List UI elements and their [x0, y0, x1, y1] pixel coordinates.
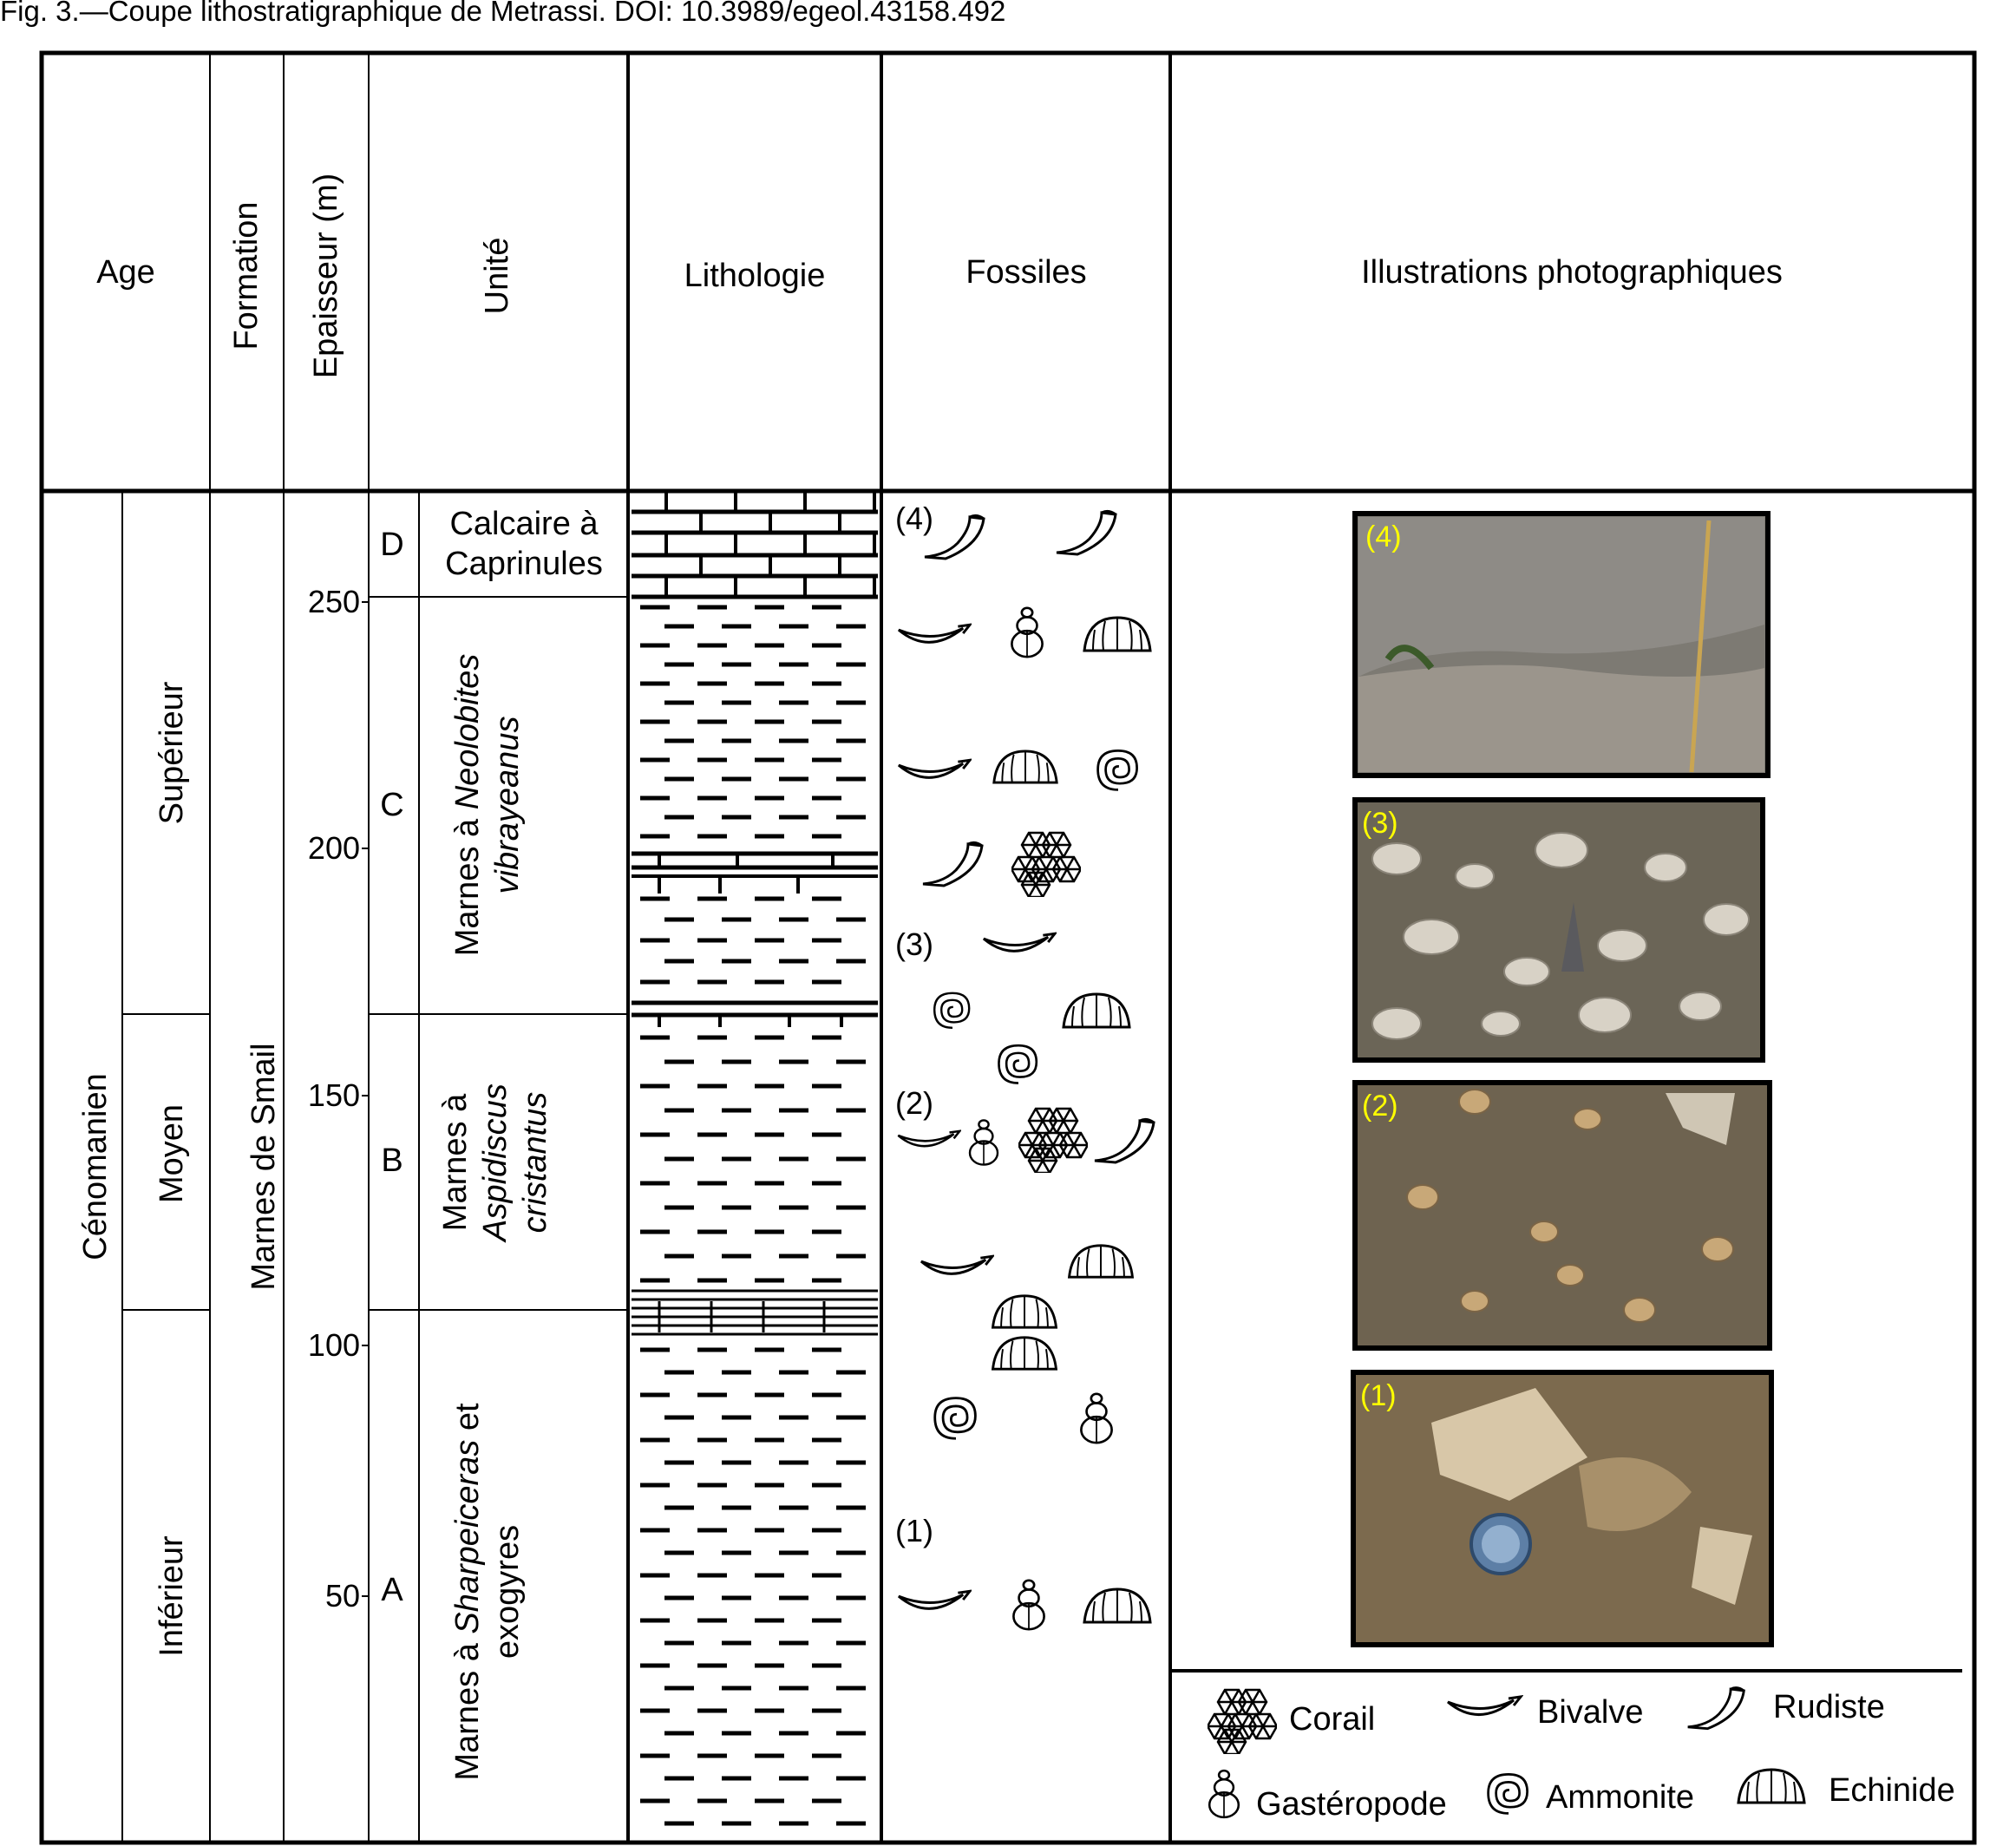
coral-icon	[1018, 1107, 1088, 1173]
thickness-scale: 250 200 150 100 50	[308, 584, 369, 1614]
figure-caption: Fig. 3.—Coupe lithostratigraphique de Me…	[0, 0, 1006, 27]
rudist-icon	[1055, 509, 1117, 556]
header-formation: Formation	[228, 201, 265, 350]
legend-echinoid-label: Echinide	[1829, 1772, 1955, 1809]
photo-1-label: (1)	[1360, 1379, 1397, 1412]
header-fossils: Fossiles	[965, 254, 1086, 291]
unit-c-name-line2: vibrayeanus	[489, 717, 526, 894]
unit-a-name-italic: Sharpeiceras	[449, 1440, 486, 1634]
section-grid	[39, 50, 1977, 1845]
svg-text:Marnes à Neolobites: Marnes à Neolobites	[449, 654, 486, 957]
unit-a-name-suffix: et	[449, 1403, 486, 1440]
rudist-icon	[1093, 1117, 1155, 1164]
unit-c-name-italic: Neolobites	[449, 654, 486, 810]
echinoid-icon	[1068, 1244, 1134, 1279]
unit-letter-b: B	[381, 1142, 403, 1179]
header-unit: Unité	[479, 238, 515, 315]
ammonite-icon	[1487, 1773, 1528, 1815]
echinoid-icon	[1062, 992, 1131, 1029]
unit-c-name: Marnes à Neolobites vibrayeanus	[449, 654, 526, 957]
gastropod-icon	[1079, 1392, 1114, 1444]
photo-2: (2)	[1352, 1080, 1772, 1351]
legend-coral-label: Corail	[1289, 1701, 1375, 1738]
bivalve-icon	[920, 1254, 994, 1275]
fossil-level-1: (1)	[895, 1513, 933, 1548]
unit-d-name-line2: Caprinules	[445, 546, 603, 582]
bivalve-icon	[897, 1129, 961, 1148]
bivalve-icon	[897, 1589, 972, 1610]
gastropod-icon	[968, 1119, 999, 1166]
svg-text:Marnes à Sharpeiceras et: Marnes à Sharpeiceras et	[449, 1403, 486, 1781]
legend-gastropod-label: Gastéropode	[1256, 1786, 1447, 1823]
rudist-icon	[923, 514, 985, 560]
tick-250: 250	[308, 584, 360, 619]
lithology-column	[632, 488, 878, 1826]
rudist-icon	[1686, 1686, 1745, 1731]
header-lithology: Lithologie	[684, 258, 826, 294]
substage-middle: Moyen	[154, 1104, 190, 1203]
bivalve-icon	[897, 758, 972, 779]
stage-label: Cénomanien	[77, 1073, 114, 1260]
tick-200: 200	[308, 830, 360, 866]
tick-150: 150	[308, 1077, 360, 1113]
header-thickness: Epaisseur (m)	[308, 173, 344, 379]
gastropod-icon	[1208, 1769, 1240, 1819]
unit-b-name-italic: Aspidiscus	[477, 1083, 514, 1243]
unit-c-name-prefix: Marnes à	[449, 809, 486, 956]
photo-3-label: (3)	[1362, 807, 1398, 840]
ammonite-icon	[933, 992, 971, 1030]
unit-letter-d: D	[380, 527, 403, 563]
unit-d-name-line1: Calcaire à	[449, 506, 599, 542]
echinoid-icon	[1083, 616, 1152, 652]
fossil-level-2: (2)	[895, 1085, 933, 1121]
coral-icon	[1011, 831, 1081, 897]
photo-3: (3)	[1352, 797, 1765, 1063]
unit-letter-c: C	[380, 787, 403, 823]
tick-50: 50	[325, 1578, 360, 1614]
echinoid-icon	[1737, 1768, 1806, 1804]
unit-b-name-line1: Marnes à	[437, 1093, 474, 1231]
fossil-legend: Corail Bivalve Rudiste Gastéropode Ammon…	[1208, 1686, 1955, 1823]
legend-bivalve-label: Bivalve	[1537, 1694, 1644, 1731]
photo-4: (4)	[1352, 511, 1771, 778]
substage-lower: Inférieur	[154, 1535, 190, 1657]
gastropod-icon	[1012, 1579, 1045, 1631]
legend-rudist-label: Rudiste	[1773, 1689, 1885, 1725]
ammonite-icon	[933, 1397, 977, 1440]
substage-upper: Supérieur	[154, 681, 190, 824]
formation-name: Marnes de Smail	[245, 1043, 282, 1290]
unit-b-name: Marnes à Aspidiscus cristantus	[437, 1083, 553, 1243]
fossils-column: (4) (3) (2) (1)	[895, 501, 1155, 1631]
fossil-level-4: (4)	[895, 501, 933, 536]
photo-1: (1)	[1351, 1370, 1774, 1647]
photo-4-label: (4)	[1365, 520, 1402, 553]
coral-icon	[1208, 1688, 1277, 1754]
rudist-icon	[921, 841, 984, 887]
header-photos: Illustrations photographiques	[1361, 254, 1783, 291]
unit-b-name-line2: cristantus	[517, 1092, 553, 1234]
unit-a-name: Marnes à Sharpeiceras et exogyres	[449, 1403, 526, 1781]
echinoid-icon	[1083, 1587, 1152, 1624]
unit-a-name-prefix: Marnes à	[449, 1634, 486, 1781]
unit-letter-a: A	[381, 1572, 403, 1608]
echinoid-icon	[992, 1336, 1057, 1371]
fossil-level-3: (3)	[895, 926, 933, 962]
unit-a-name-line2: exogyres	[489, 1525, 526, 1659]
legend-ammonite-label: Ammonite	[1546, 1779, 1694, 1816]
ammonite-icon	[998, 1044, 1038, 1084]
echinoid-icon	[992, 1294, 1057, 1329]
photo-2-label: (2)	[1362, 1090, 1398, 1123]
bivalve-icon	[897, 623, 972, 644]
bivalve-icon	[982, 932, 1057, 952]
ammonite-icon	[1096, 750, 1138, 791]
bivalve-icon	[1446, 1695, 1522, 1717]
tick-100: 100	[308, 1327, 360, 1363]
echinoid-icon	[992, 750, 1058, 784]
header-age: Age	[96, 254, 155, 291]
gastropod-icon	[1011, 606, 1044, 658]
